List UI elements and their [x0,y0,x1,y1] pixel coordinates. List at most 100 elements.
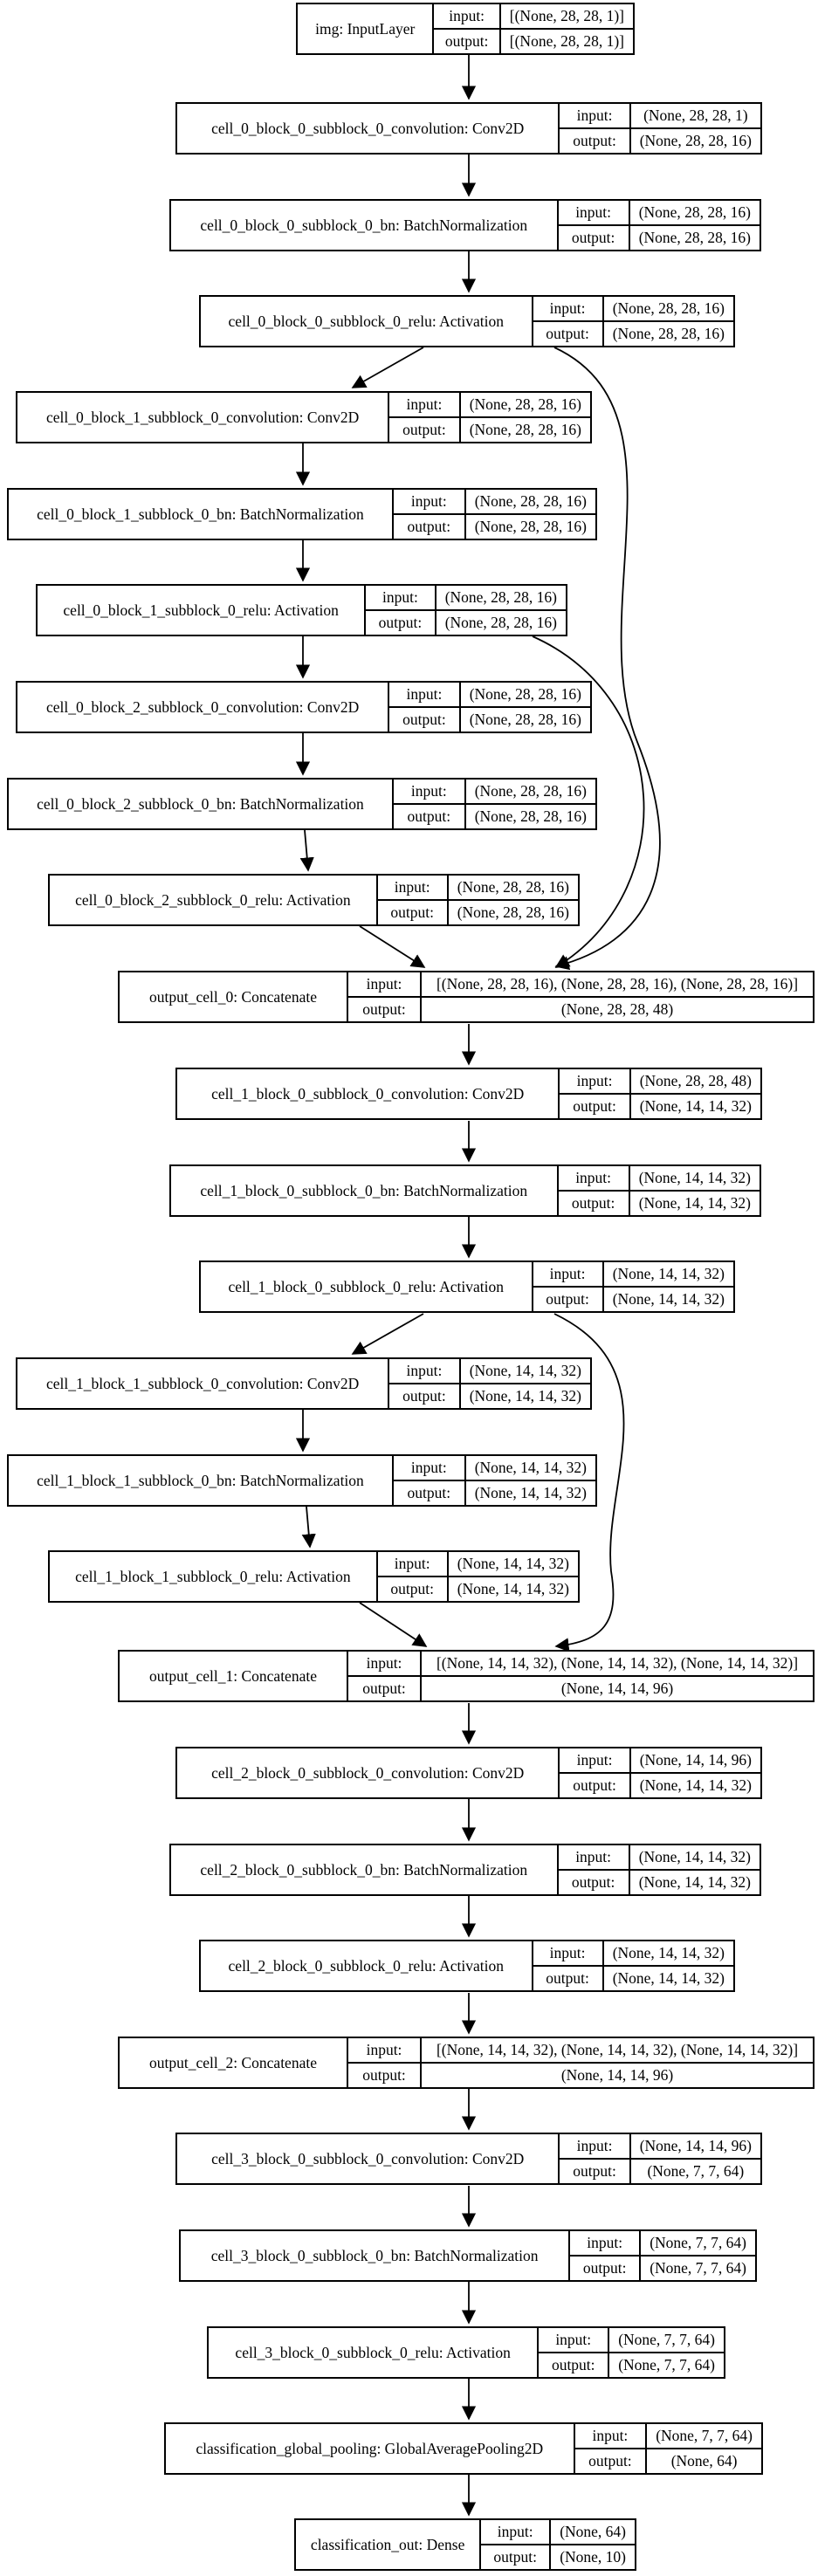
input-label: input: [533,1262,604,1286]
input-label: input: [533,297,604,320]
layer-name: output_cell_2: Concatenate [120,2038,348,2087]
input-label: input: [389,1359,461,1383]
input-label: input: [481,2520,552,2544]
layer-node-cell-0-block-0-subblock-0-relu: cell_0_block_0_subblock_0_relu: Activati… [199,295,735,347]
input-shape: [(None, 14, 14, 32), (None, 14, 14, 32),… [436,1654,799,1672]
output-label: output: [558,1190,630,1215]
output-shape: (None, 28, 28, 16) [465,513,595,539]
layer-node-cell-1-block-1-subblock-0-bn: cell_1_block_1_subblock_0_bn: BatchNorma… [7,1454,597,1507]
input-label: input: [570,2231,642,2255]
layer-name: output_cell_1: Concatenate [120,1652,348,1700]
output-shape: (None, 64) [647,2448,761,2473]
output-label: output: [377,899,449,924]
layer-node-cell-1-block-0-subblock-0-bn: cell_1_block_0_subblock_0_bn: BatchNorma… [169,1164,761,1217]
input-label: input: [560,2134,631,2158]
input-label: input: [378,876,449,899]
input-label: input: [389,393,461,416]
output-label: output: [570,2255,642,2280]
input-shape: (None, 14, 14, 96) [639,1751,752,1769]
input-label: input: [539,2328,610,2352]
input-label: input: [366,586,436,609]
output-shape: (None, 28, 28, 16) [630,127,760,153]
output-label: output: [389,706,461,732]
edge-cell1-b1-relu-to-concat [359,1602,428,1647]
layer-name: classification_global_pooling: GlobalAve… [166,2424,575,2473]
edge-cell0-b2-bn-to-relu [299,829,314,872]
edge-cell0-relu-to-b1-conv [351,347,424,388]
edge-cell1-relu-skip-to-concat [553,1313,625,1652]
output-shape: (None, 14, 14, 32) [603,1286,733,1311]
edge-cell1-relu-to-b1-conv [351,1313,424,1355]
layer-node-cell-0-block-0-subblock-0-bn: cell_0_block_0_subblock_0_bn: BatchNorma… [169,199,761,251]
layer-name: cell_0_block_2_subblock_0_relu: Activati… [50,876,378,924]
output-shape: (None, 28, 28, 16) [436,609,566,635]
input-shape: (None, 14, 14, 96) [639,2137,752,2154]
input-label: input: [575,2424,648,2448]
layer-node-classification-global-pooling: classification_global_pooling: GlobalAve… [164,2422,763,2475]
output-shape: (None, 7, 7, 64) [641,2255,755,2280]
output-shape: (None, 14, 14, 32) [629,1190,760,1215]
layer-node-cell-0-block-2-subblock-0-relu: cell_0_block_2_subblock_0_relu: Activati… [48,874,580,926]
output-label: output: [558,224,630,250]
output-label: output: [558,1869,630,1894]
input-shape: (None, 28, 28, 16) [469,685,581,703]
layer-name: cell_2_block_0_subblock_0_convolution: C… [177,1748,560,1797]
output-shape: (None, 14, 14, 96) [422,2062,813,2087]
input-shape: (None, 28, 28, 16) [469,395,581,413]
layer-name: cell_1_block_1_subblock_0_bn: BatchNorma… [9,1456,394,1505]
layer-name: cell_2_block_0_subblock_0_relu: Activati… [201,1941,533,1990]
output-shape: (None, 14, 14, 96) [422,1675,813,1700]
layer-name: cell_0_block_0_subblock_0_bn: BatchNorma… [171,201,559,250]
layer-node-cell-0-block-2-subblock-0-convolution: cell_0_block_2_subblock_0_convolution: C… [16,681,592,733]
output-label: output: [348,1675,422,1700]
layer-node-cell-2-block-0-subblock-0-relu: cell_2_block_0_subblock_0_relu: Activati… [199,1940,735,1992]
output-label: output: [560,2158,631,2183]
input-label: input: [394,1456,466,1480]
input-label: input: [559,1166,630,1190]
layer-name: cell_3_block_0_subblock_0_relu: Activati… [209,2328,540,2377]
layer-name: cell_1_block_0_subblock_0_bn: BatchNorma… [171,1166,559,1215]
layer-name: classification_out: Dense [296,2520,482,2569]
input-shape: (None, 7, 7, 64) [656,2427,753,2444]
output-shape: (None, 14, 14, 32) [630,1772,760,1797]
output-shape: [(None, 28, 28, 1)] [500,28,633,53]
layer-node-cell-0-block-0-subblock-0-convolution: cell_0_block_0_subblock_0_convolution: C… [175,102,762,155]
output-label: output: [560,1093,631,1118]
input-label: input: [394,490,466,513]
layer-node-cell-3-block-0-subblock-0-convolution: cell_3_block_0_subblock_0_convolution: C… [175,2133,762,2185]
input-shape: [(None, 28, 28, 16), (None, 28, 28, 16),… [436,975,799,993]
layer-node-cell-1-block-1-subblock-0-relu: cell_1_block_1_subblock_0_relu: Activati… [48,1550,580,1603]
input-shape: (None, 14, 14, 32) [638,1848,751,1865]
input-shape: (None, 28, 28, 16) [444,588,557,606]
layer-node-cell-3-block-0-subblock-0-relu: cell_3_block_0_subblock_0_relu: Activati… [207,2326,725,2379]
output-shape: (None, 14, 14, 32) [630,1093,760,1118]
layer-name: cell_0_block_0_subblock_0_convolution: C… [177,104,560,153]
layer-node-cell-2-block-0-subblock-0-bn: cell_2_block_0_subblock_0_bn: BatchNorma… [169,1844,761,1896]
input-shape: (None, 14, 14, 32) [457,1555,569,1572]
layer-node-cell-3-block-0-subblock-0-bn: cell_3_block_0_subblock_0_bn: BatchNorma… [179,2229,757,2282]
layer-name: cell_1_block_0_subblock_0_convolution: C… [177,1069,560,1118]
input-shape: (None, 28, 28, 16) [474,782,587,800]
output-label: output: [533,1965,604,1990]
layer-name: cell_3_block_0_subblock_0_bn: BatchNorma… [181,2231,571,2280]
input-label: input: [560,1069,631,1093]
output-label: output: [560,1772,631,1797]
layer-name: cell_1_block_0_subblock_0_relu: Activati… [201,1262,533,1311]
output-shape: (None, 28, 28, 16) [629,224,760,250]
input-shape: (None, 7, 7, 64) [618,2331,715,2348]
output-label: output: [389,416,461,442]
input-shape: (None, 28, 28, 1) [643,106,748,124]
output-shape: (None, 28, 28, 48) [422,996,813,1021]
input-shape: (None, 28, 28, 16) [638,203,751,221]
output-label: output: [533,1286,604,1311]
layer-name: cell_0_block_1_subblock_0_relu: Activati… [38,586,367,635]
output-shape: (None, 7, 7, 64) [630,2158,760,2183]
input-label: input: [389,683,461,706]
input-shape: (None, 14, 14, 32) [612,1265,725,1282]
output-label: output: [377,1576,449,1601]
output-label: output: [560,127,631,153]
input-shape: (None, 14, 14, 32) [612,1944,725,1961]
output-shape: (None, 10) [551,2544,635,2569]
